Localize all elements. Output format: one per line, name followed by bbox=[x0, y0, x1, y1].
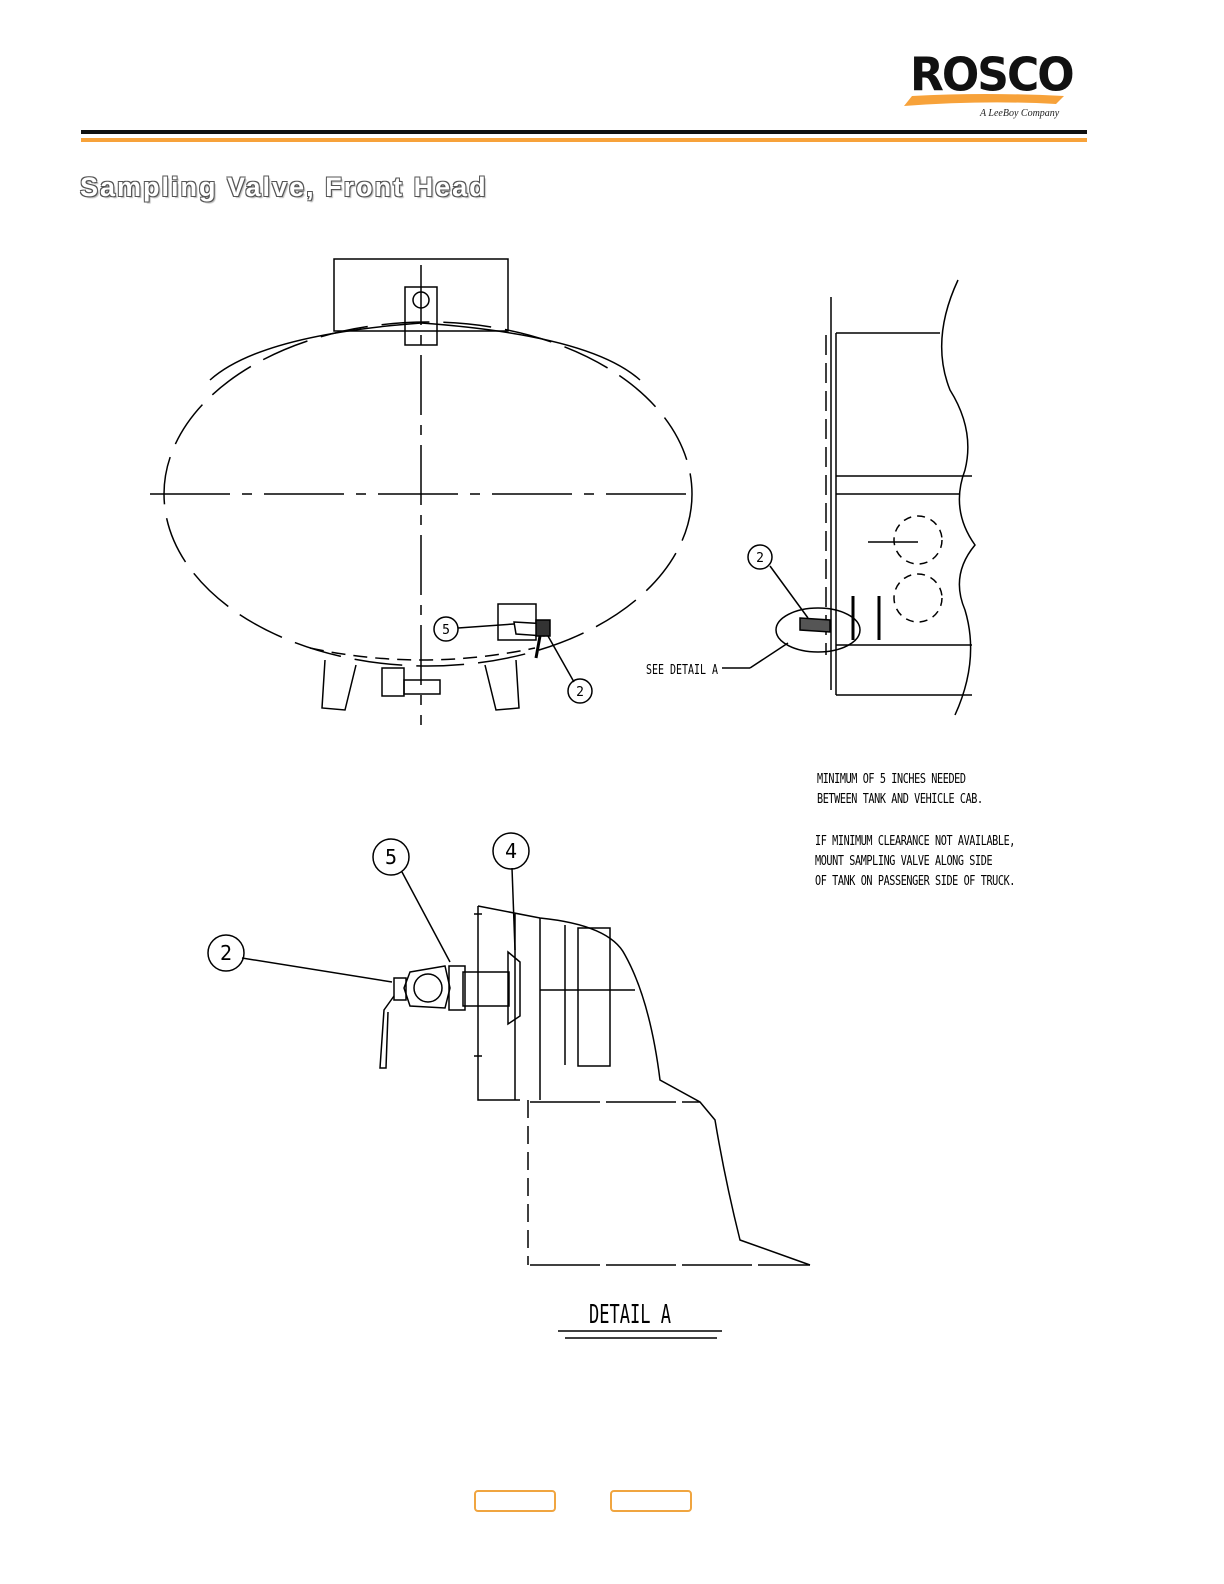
side-sampling-valve bbox=[800, 618, 830, 632]
detail-callout-2: 2 bbox=[220, 941, 232, 965]
next-page-button[interactable] bbox=[610, 1490, 692, 1512]
detail-a-view bbox=[242, 868, 810, 1338]
front-view bbox=[150, 259, 695, 725]
left-support-leg bbox=[322, 660, 356, 710]
detail-callout-4: 4 bbox=[505, 839, 517, 863]
detail-a-title: DETAIL A bbox=[589, 1300, 671, 1330]
front-valve-body bbox=[536, 620, 550, 636]
side-view bbox=[722, 280, 975, 715]
see-detail-a-label: SEE DETAIL A bbox=[646, 663, 718, 678]
note-alternative-line-3: OF TANK ON PASSENGER SIDE OF TRUCK. bbox=[815, 874, 1015, 889]
detail-ref-leader bbox=[750, 643, 788, 668]
side-hidden-circle-2 bbox=[894, 574, 942, 622]
note-clearance-line-1: MINIMUM OF 5 INCHES NEEDED bbox=[817, 772, 966, 787]
front-callout-5: 5 bbox=[442, 623, 450, 638]
callout-balloons bbox=[208, 545, 772, 971]
detail-flange-outline bbox=[478, 906, 520, 1100]
detail-nipple bbox=[463, 972, 509, 1006]
detail-valve-port bbox=[414, 974, 442, 1002]
side-hidden-circle-1 bbox=[894, 516, 942, 564]
side-break-line bbox=[942, 280, 975, 715]
note-alternative-line-1: IF MINIMUM CLEARANCE NOT AVAILABLE, bbox=[815, 834, 1015, 849]
right-support-leg bbox=[485, 660, 519, 710]
drawing-labels: 5 2 2 SEE DETAIL A 5 4 2 DETAIL A bbox=[220, 551, 764, 1330]
detail-valve-handle bbox=[380, 996, 394, 1068]
detail-leader-2 bbox=[242, 958, 392, 982]
note-alternative-line-2: MOUNT SAMPLING VALVE ALONG SIDE bbox=[815, 854, 992, 869]
detail-leader-4 bbox=[512, 868, 515, 950]
front-callout-2: 2 bbox=[576, 685, 584, 700]
tank-bottom-skirt bbox=[310, 648, 535, 660]
front-leader-5 bbox=[458, 624, 514, 628]
detail-reinforcement bbox=[578, 928, 610, 1066]
side-callout-2: 2 bbox=[756, 551, 764, 566]
detail-coupling-flange bbox=[508, 952, 520, 1024]
bottom-outlet-left bbox=[382, 668, 404, 696]
detail-callout-5: 5 bbox=[385, 845, 397, 869]
note-clearance-line-2: BETWEEN TANK AND VEHICLE CAB. bbox=[817, 792, 983, 807]
prev-page-button[interactable] bbox=[474, 1490, 556, 1512]
bottom-outlet-right bbox=[404, 680, 440, 694]
side-leader-2 bbox=[770, 566, 808, 618]
detail-leader-5 bbox=[402, 872, 450, 962]
